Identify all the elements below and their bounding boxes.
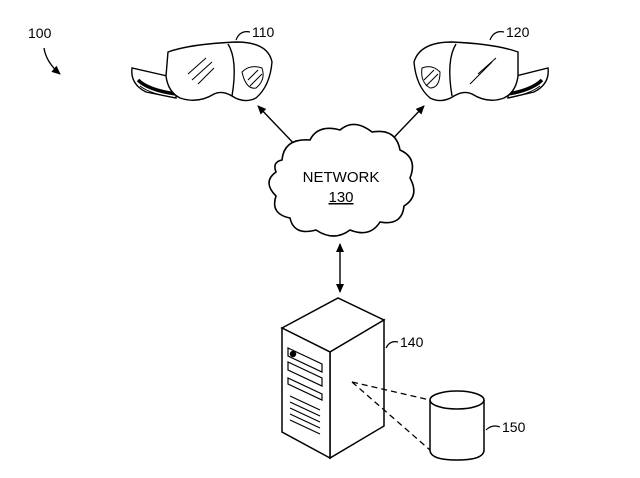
- figure-ref-arrow: [43, 47, 61, 75]
- server-db-dashed-line-1: [351, 381, 431, 401]
- server-ref: 140: [400, 334, 424, 350]
- network-label: NETWORK: [303, 169, 380, 186]
- database-cylinder-icon: [429, 390, 485, 461]
- figure-ref-label: 100: [28, 25, 52, 41]
- server-tower-icon: [280, 297, 386, 460]
- database-ref: 150: [502, 419, 526, 435]
- server-leader: [385, 341, 399, 349]
- headset-right-ref: 120: [506, 24, 530, 40]
- network-ref: 130: [328, 189, 353, 206]
- database-leader: [485, 425, 501, 431]
- vr-headset-icon: [131, 41, 273, 102]
- headset-right-leader: [489, 31, 505, 41]
- vr-headset-icon: [413, 41, 549, 102]
- headset-left-leader: [235, 31, 251, 41]
- headset-left-ref: 110: [252, 24, 275, 40]
- cloud-icon: [268, 123, 415, 237]
- server-db-dashed-line-2: [351, 381, 431, 451]
